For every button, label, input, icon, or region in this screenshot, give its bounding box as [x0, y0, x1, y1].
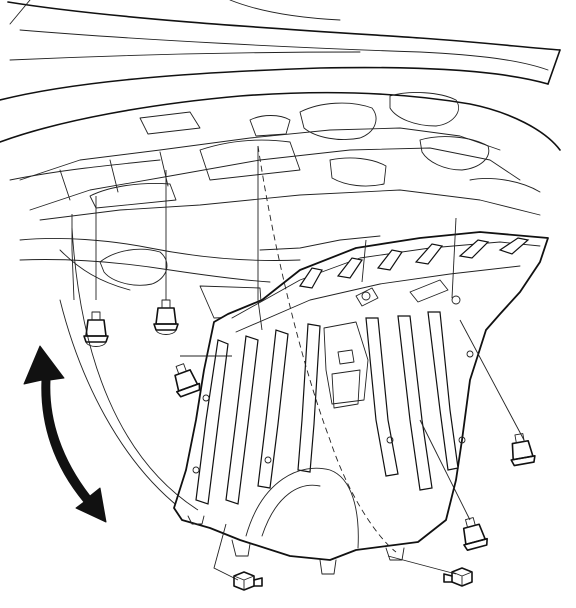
clip-3 [174, 363, 201, 398]
bolt-2 [443, 567, 473, 587]
double-curved-arrow-icon [23, 345, 107, 523]
clip-1 [83, 311, 109, 347]
clip-4 [510, 433, 536, 467]
splash-shield [173, 231, 549, 575]
clip-2 [153, 299, 179, 335]
bolt-1 [233, 571, 263, 591]
leader-lines [71, 145, 525, 581]
clip-5 [462, 517, 488, 551]
vehicle-underbody [0, 0, 561, 509]
